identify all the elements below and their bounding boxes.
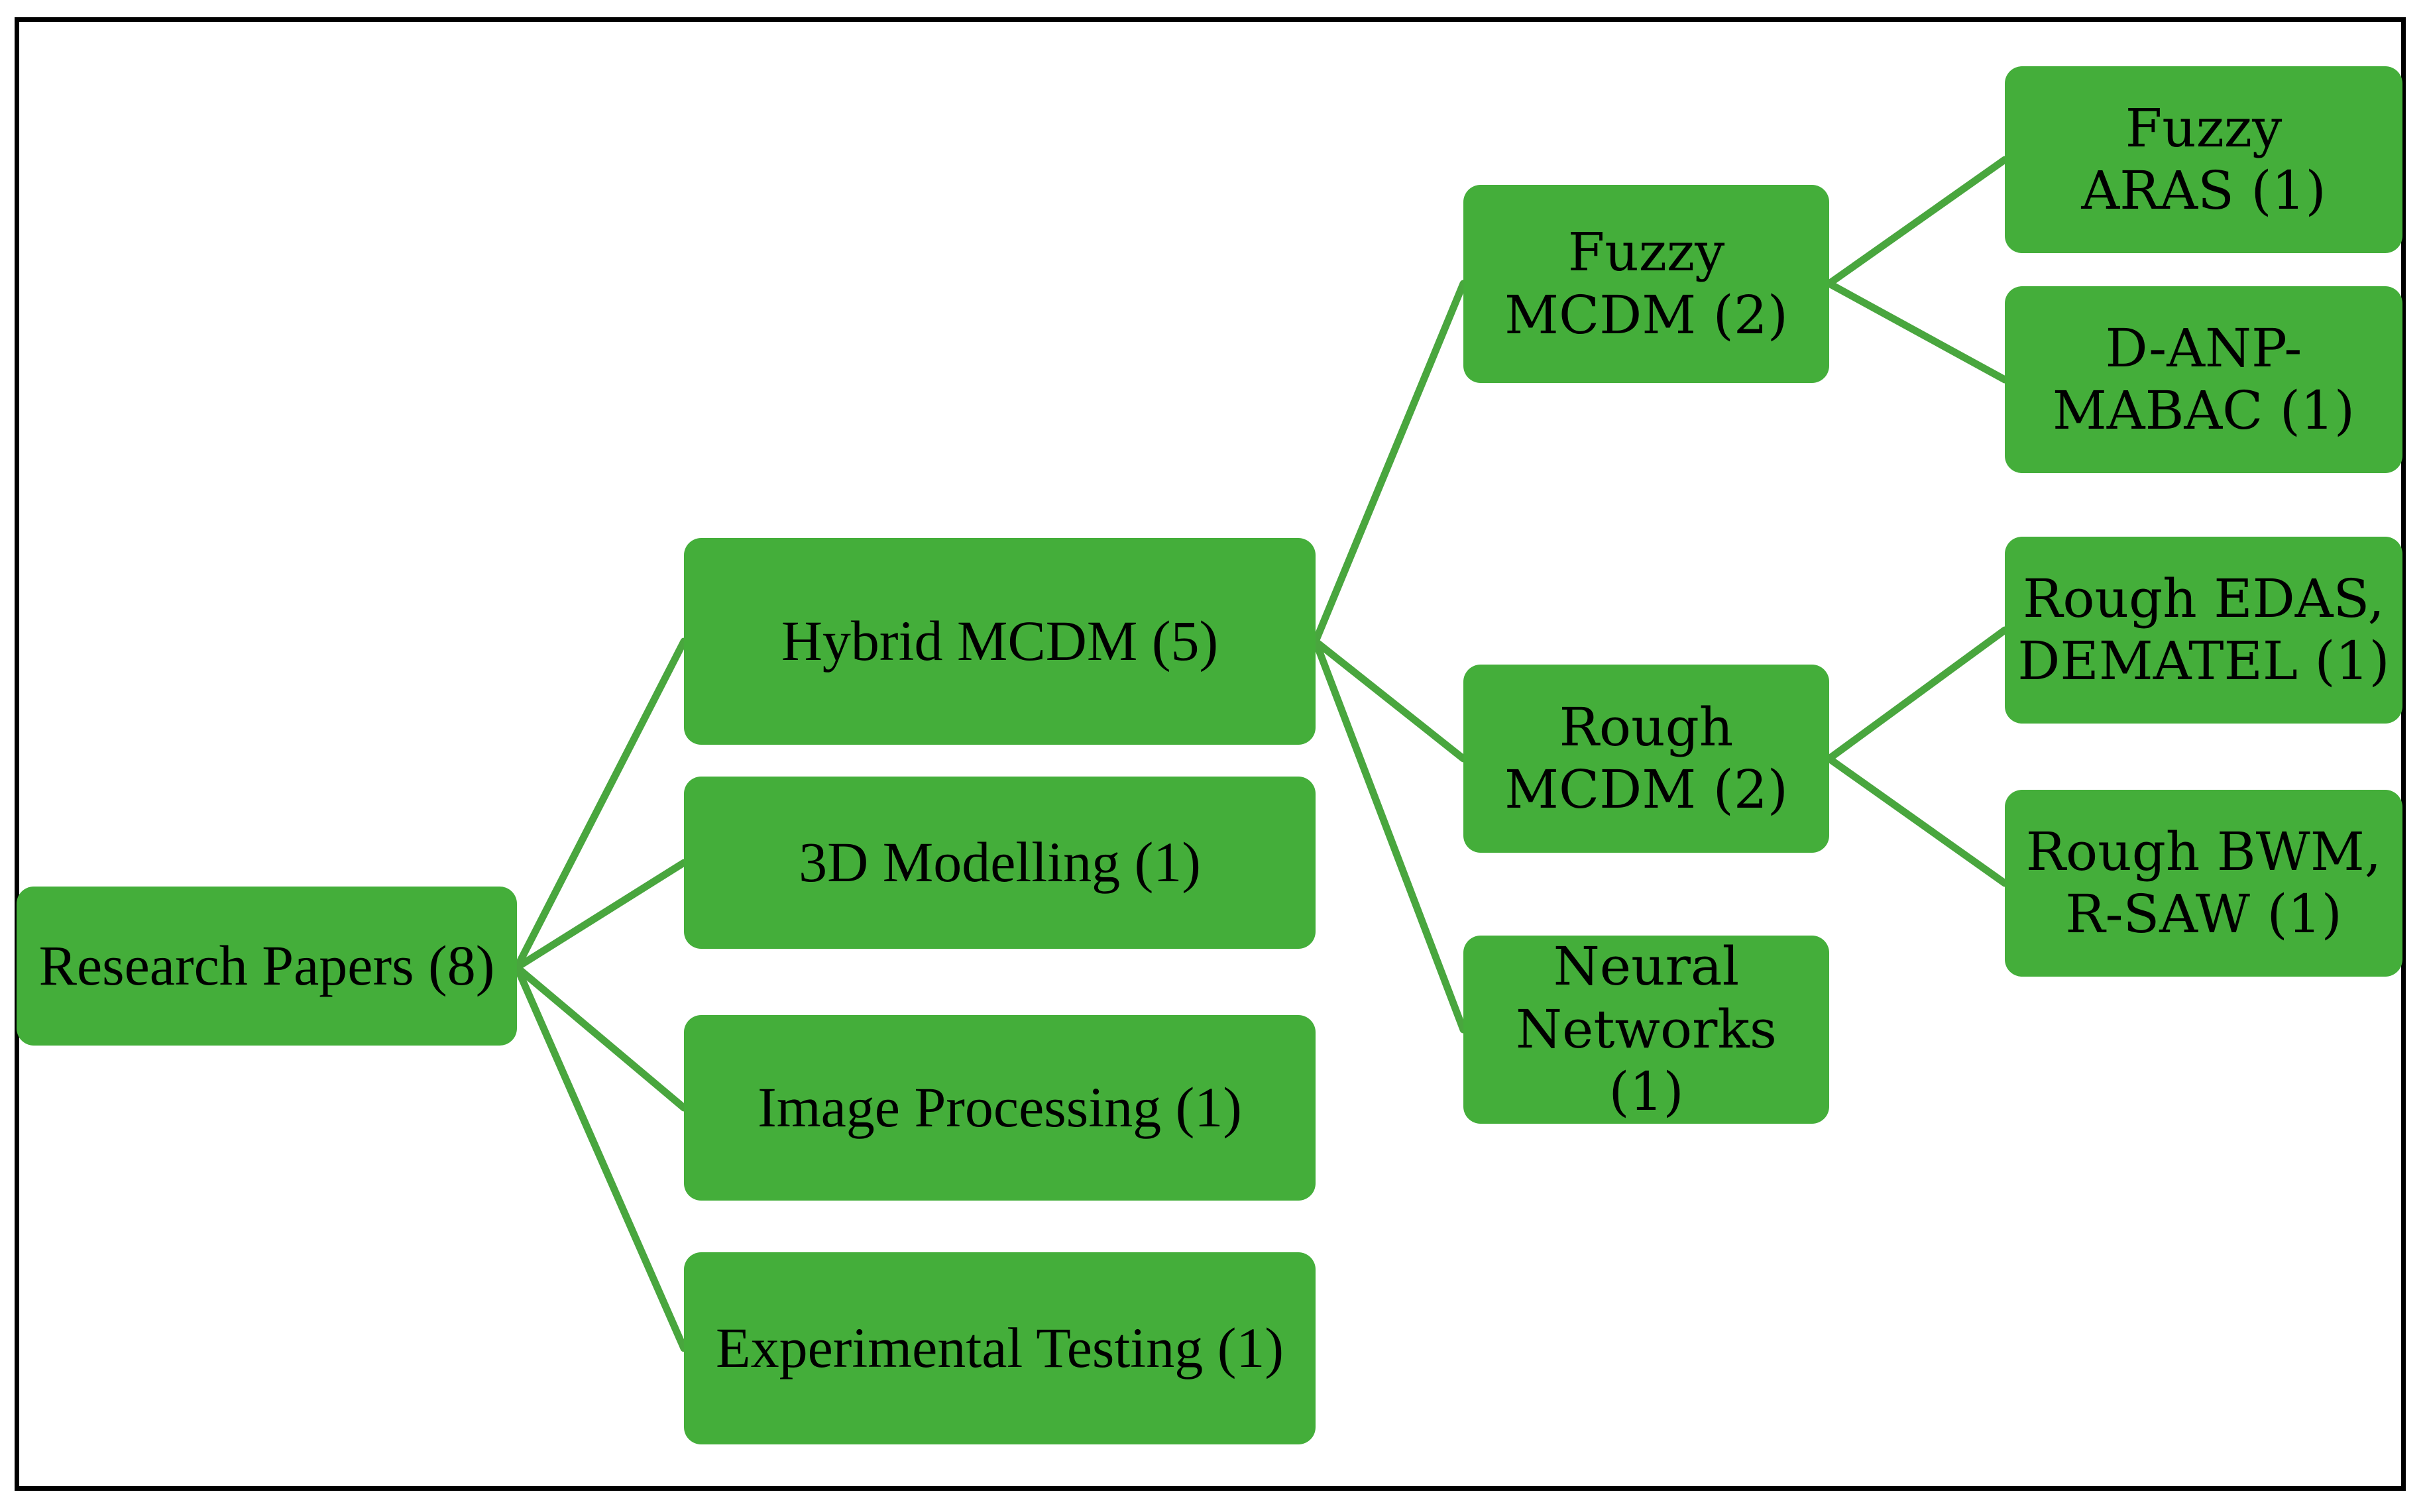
node-label-hybrid-mcdm: Hybrid MCDM (5) [781,609,1219,673]
node-rough-edas-dematel[interactable]: Rough EDAS, DEMATEL (1) [2005,537,2402,724]
node-label-rough-edas-dematel: Rough EDAS, DEMATEL (1) [2017,567,2390,692]
node-rough-mcdm[interactable]: Rough MCDM (2) [1463,665,1829,853]
node-label-fuzzy-mcdm: Fuzzy MCDM (2) [1504,221,1788,346]
node-hybrid-mcdm[interactable]: Hybrid MCDM (5) [684,538,1316,745]
connector-rough-mcdm-to-rough-bwm-r-saw [1825,755,2009,887]
node-rough-bwm-r-saw[interactable]: Rough BWM, R-SAW (1) [2005,790,2402,977]
node-experimental-testing[interactable]: Experimental Testing (1) [684,1252,1316,1444]
node-label-neural-networks: Neural Networks (1) [1516,936,1777,1123]
connector-research-papers-to-hybrid-mcdm [513,637,688,971]
node-label-experimental-testing: Experimental Testing (1) [716,1316,1284,1380]
connector-fuzzy-mcdm-to-d-anp-mabac [1825,280,2009,384]
node-d-anp-mabac[interactable]: D-ANP- MABAC (1) [2005,286,2402,473]
node-label-fuzzy-aras: Fuzzy ARAS (1) [2081,97,2326,221]
node-label-rough-mcdm: Rough MCDM (2) [1504,696,1788,820]
connector-fuzzy-mcdm-to-fuzzy-aras [1825,156,2009,288]
node-label-image-processing: Image Processing (1) [758,1075,1242,1140]
node-fuzzy-aras[interactable]: Fuzzy ARAS (1) [2005,66,2402,253]
node-label-3d-modelling: 3D Modelling (1) [799,830,1201,894]
connector-research-papers-to-3d-modelling [513,859,688,971]
node-label-research-papers: Research Papers (8) [38,934,495,998]
connector-research-papers-to-experimental-testing [513,963,688,1352]
node-fuzzy-mcdm[interactable]: Fuzzy MCDM (2) [1463,185,1829,383]
connector-hybrid-mcdm-to-neural-networks [1312,637,1467,1034]
connector-hybrid-mcdm-to-rough-mcdm [1312,637,1467,763]
node-3d-modelling[interactable]: 3D Modelling (1) [684,777,1316,949]
node-neural-networks[interactable]: Neural Networks (1) [1463,936,1829,1124]
connector-rough-mcdm-to-rough-edas-dematel [1825,626,2009,763]
node-research-papers[interactable]: Research Papers (8) [17,887,517,1046]
node-image-processing[interactable]: Image Processing (1) [684,1015,1316,1201]
connector-hybrid-mcdm-to-fuzzy-mcdm [1312,280,1467,645]
node-label-rough-bwm-r-saw: Rough BWM, R-SAW (1) [2025,820,2382,945]
connector-research-papers-to-image-processing [513,963,688,1112]
node-label-d-anp-mabac: D-ANP- MABAC (1) [2052,317,2355,441]
